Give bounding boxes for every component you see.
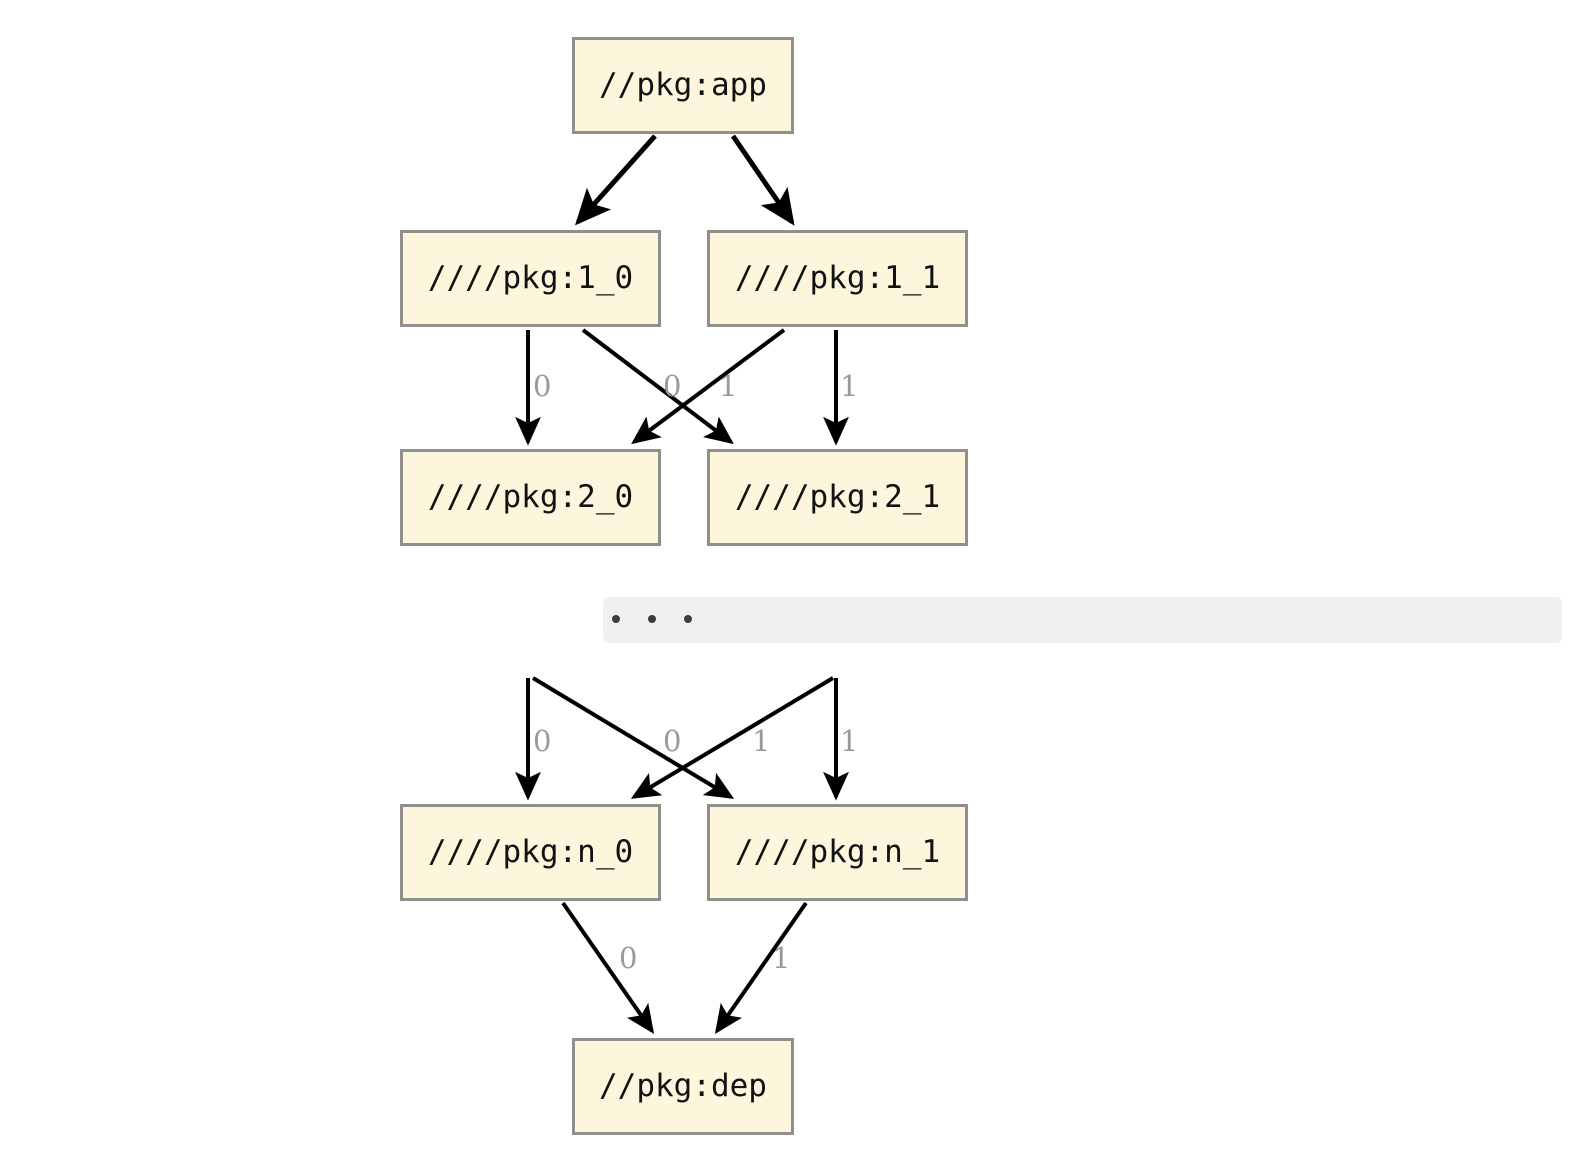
node-pkg-2-1[interactable]: ////pkg:2_1	[707, 449, 968, 546]
node-pkg-n-1[interactable]: ////pkg:n_1	[707, 804, 968, 901]
node-pkg-1-0[interactable]: ////pkg:1_0	[400, 230, 661, 327]
edge-1-0-to-2-1	[581, 328, 734, 445]
edge-label-1-1-to-2-0: 1	[719, 369, 738, 403]
edge-label-elided-to-n-0-straight: 0	[533, 724, 552, 758]
edge-label-elided-to-n-1-cross: 0	[663, 724, 682, 758]
node-pkg-1-0-label: ////pkg:1_0	[427, 260, 634, 296]
edge-label-1-1-to-2-1: 1	[840, 369, 859, 403]
node-pkg-2-0[interactable]: ////pkg:2_0	[400, 449, 661, 546]
node-pkg-2-1-label: ////pkg:2_1	[734, 479, 941, 515]
node-dep-label: //pkg:dep	[599, 1068, 767, 1104]
edge-elided-to-n-1-cross	[531, 676, 735, 799]
node-pkg-2-0-label: ////pkg:2_0	[427, 479, 634, 515]
edge-1-1-to-2-0	[631, 328, 786, 445]
ellipsis-dot-icon	[684, 615, 692, 623]
node-pkg-1-1[interactable]: ////pkg:1_1	[707, 230, 968, 327]
node-pkg-n-1-label: ////pkg:n_1	[734, 834, 941, 870]
edge-label-n-1-to-dep: 1	[772, 941, 791, 975]
edge-label-1-0-to-2-1: 0	[663, 369, 682, 403]
edge-app-to-1-1	[730, 134, 795, 226]
edge-app-to-1-0	[574, 134, 657, 226]
edge-label-1-0-to-2-0: 0	[533, 369, 552, 403]
elided-region-dots	[612, 615, 692, 623]
node-app[interactable]: //pkg:app	[572, 37, 794, 134]
node-app-label: //pkg:app	[599, 67, 767, 103]
elided-region-bar[interactable]	[603, 597, 1562, 643]
node-pkg-1-1-label: ////pkg:1_1	[734, 260, 941, 296]
edge-elided-to-n-0-cross	[630, 676, 835, 799]
edge-label-elided-to-n-1-straight: 1	[840, 724, 859, 758]
edge-n-1-to-dep	[714, 901, 808, 1034]
edge-label-n-0-to-dep: 0	[619, 941, 638, 975]
node-dep[interactable]: //pkg:dep	[572, 1038, 794, 1135]
ellipsis-dot-icon	[648, 615, 656, 623]
ellipsis-dot-icon	[612, 615, 620, 623]
node-pkg-n-0-label: ////pkg:n_0	[427, 834, 634, 870]
node-pkg-n-0[interactable]: ////pkg:n_0	[400, 804, 661, 901]
edge-n-0-to-dep	[561, 901, 655, 1034]
edge-label-elided-to-n-0-cross: 1	[752, 724, 771, 758]
